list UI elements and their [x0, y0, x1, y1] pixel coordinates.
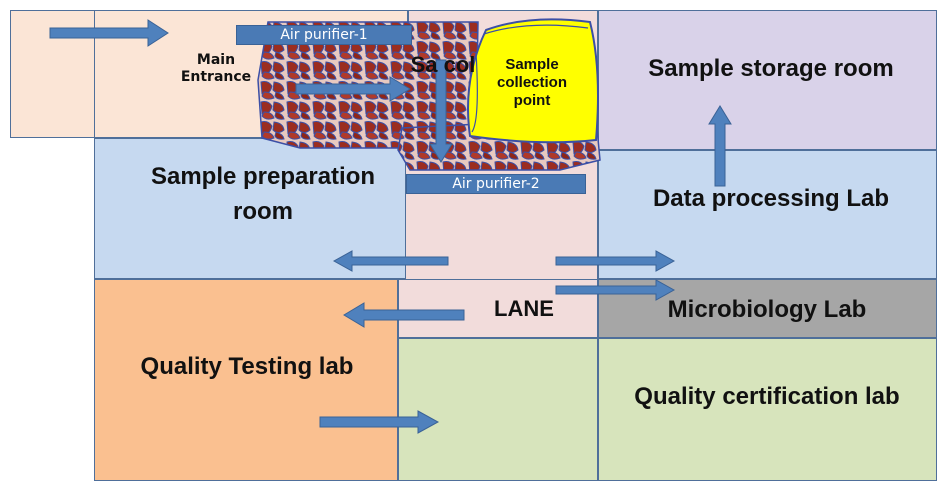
sample-preparation-room — [94, 138, 406, 279]
green-room — [398, 338, 598, 481]
quality-testing-lab-label: Quality Testing lab — [140, 353, 354, 380]
entrance-partition — [94, 10, 95, 138]
arrow-entrance-in — [49, 19, 169, 47]
arrow-up-to-storage — [708, 105, 732, 187]
lane-label: LANE — [494, 296, 554, 321]
arrow-to-data-processing — [555, 250, 676, 272]
arrow-down-purifier-2 — [429, 59, 453, 163]
sample-collection-point-label: Sample collection point — [496, 56, 567, 109]
arrow-to-quality-testing — [343, 302, 465, 328]
main-entrance-label: Main Entrance — [180, 52, 252, 85]
arrow-to-green-room — [319, 410, 440, 434]
arrow-to-collection — [295, 76, 411, 102]
arrow-to-microbiology — [555, 279, 676, 301]
air-purifier-2-tag: Air purifier-2 — [406, 174, 586, 194]
air-purifier-1-tag: Air purifier-1 — [236, 25, 412, 45]
microbiology-lab-label: Microbiology Lab — [667, 296, 867, 323]
data-processing-lab-label: Data processing Lab — [652, 185, 890, 212]
sample-preparation-room-label: Sample preparation room — [150, 163, 376, 225]
sample-storage-room — [598, 10, 937, 150]
sample-storage-room-label: Sample storage room — [648, 55, 894, 82]
sample-collection-point-shape — [467, 18, 599, 144]
sample-collection-room-label: Sa col — [410, 52, 476, 77]
quality-certification-lab-label: Quality certification lab — [634, 383, 900, 410]
arrow-to-preparation — [332, 250, 449, 272]
